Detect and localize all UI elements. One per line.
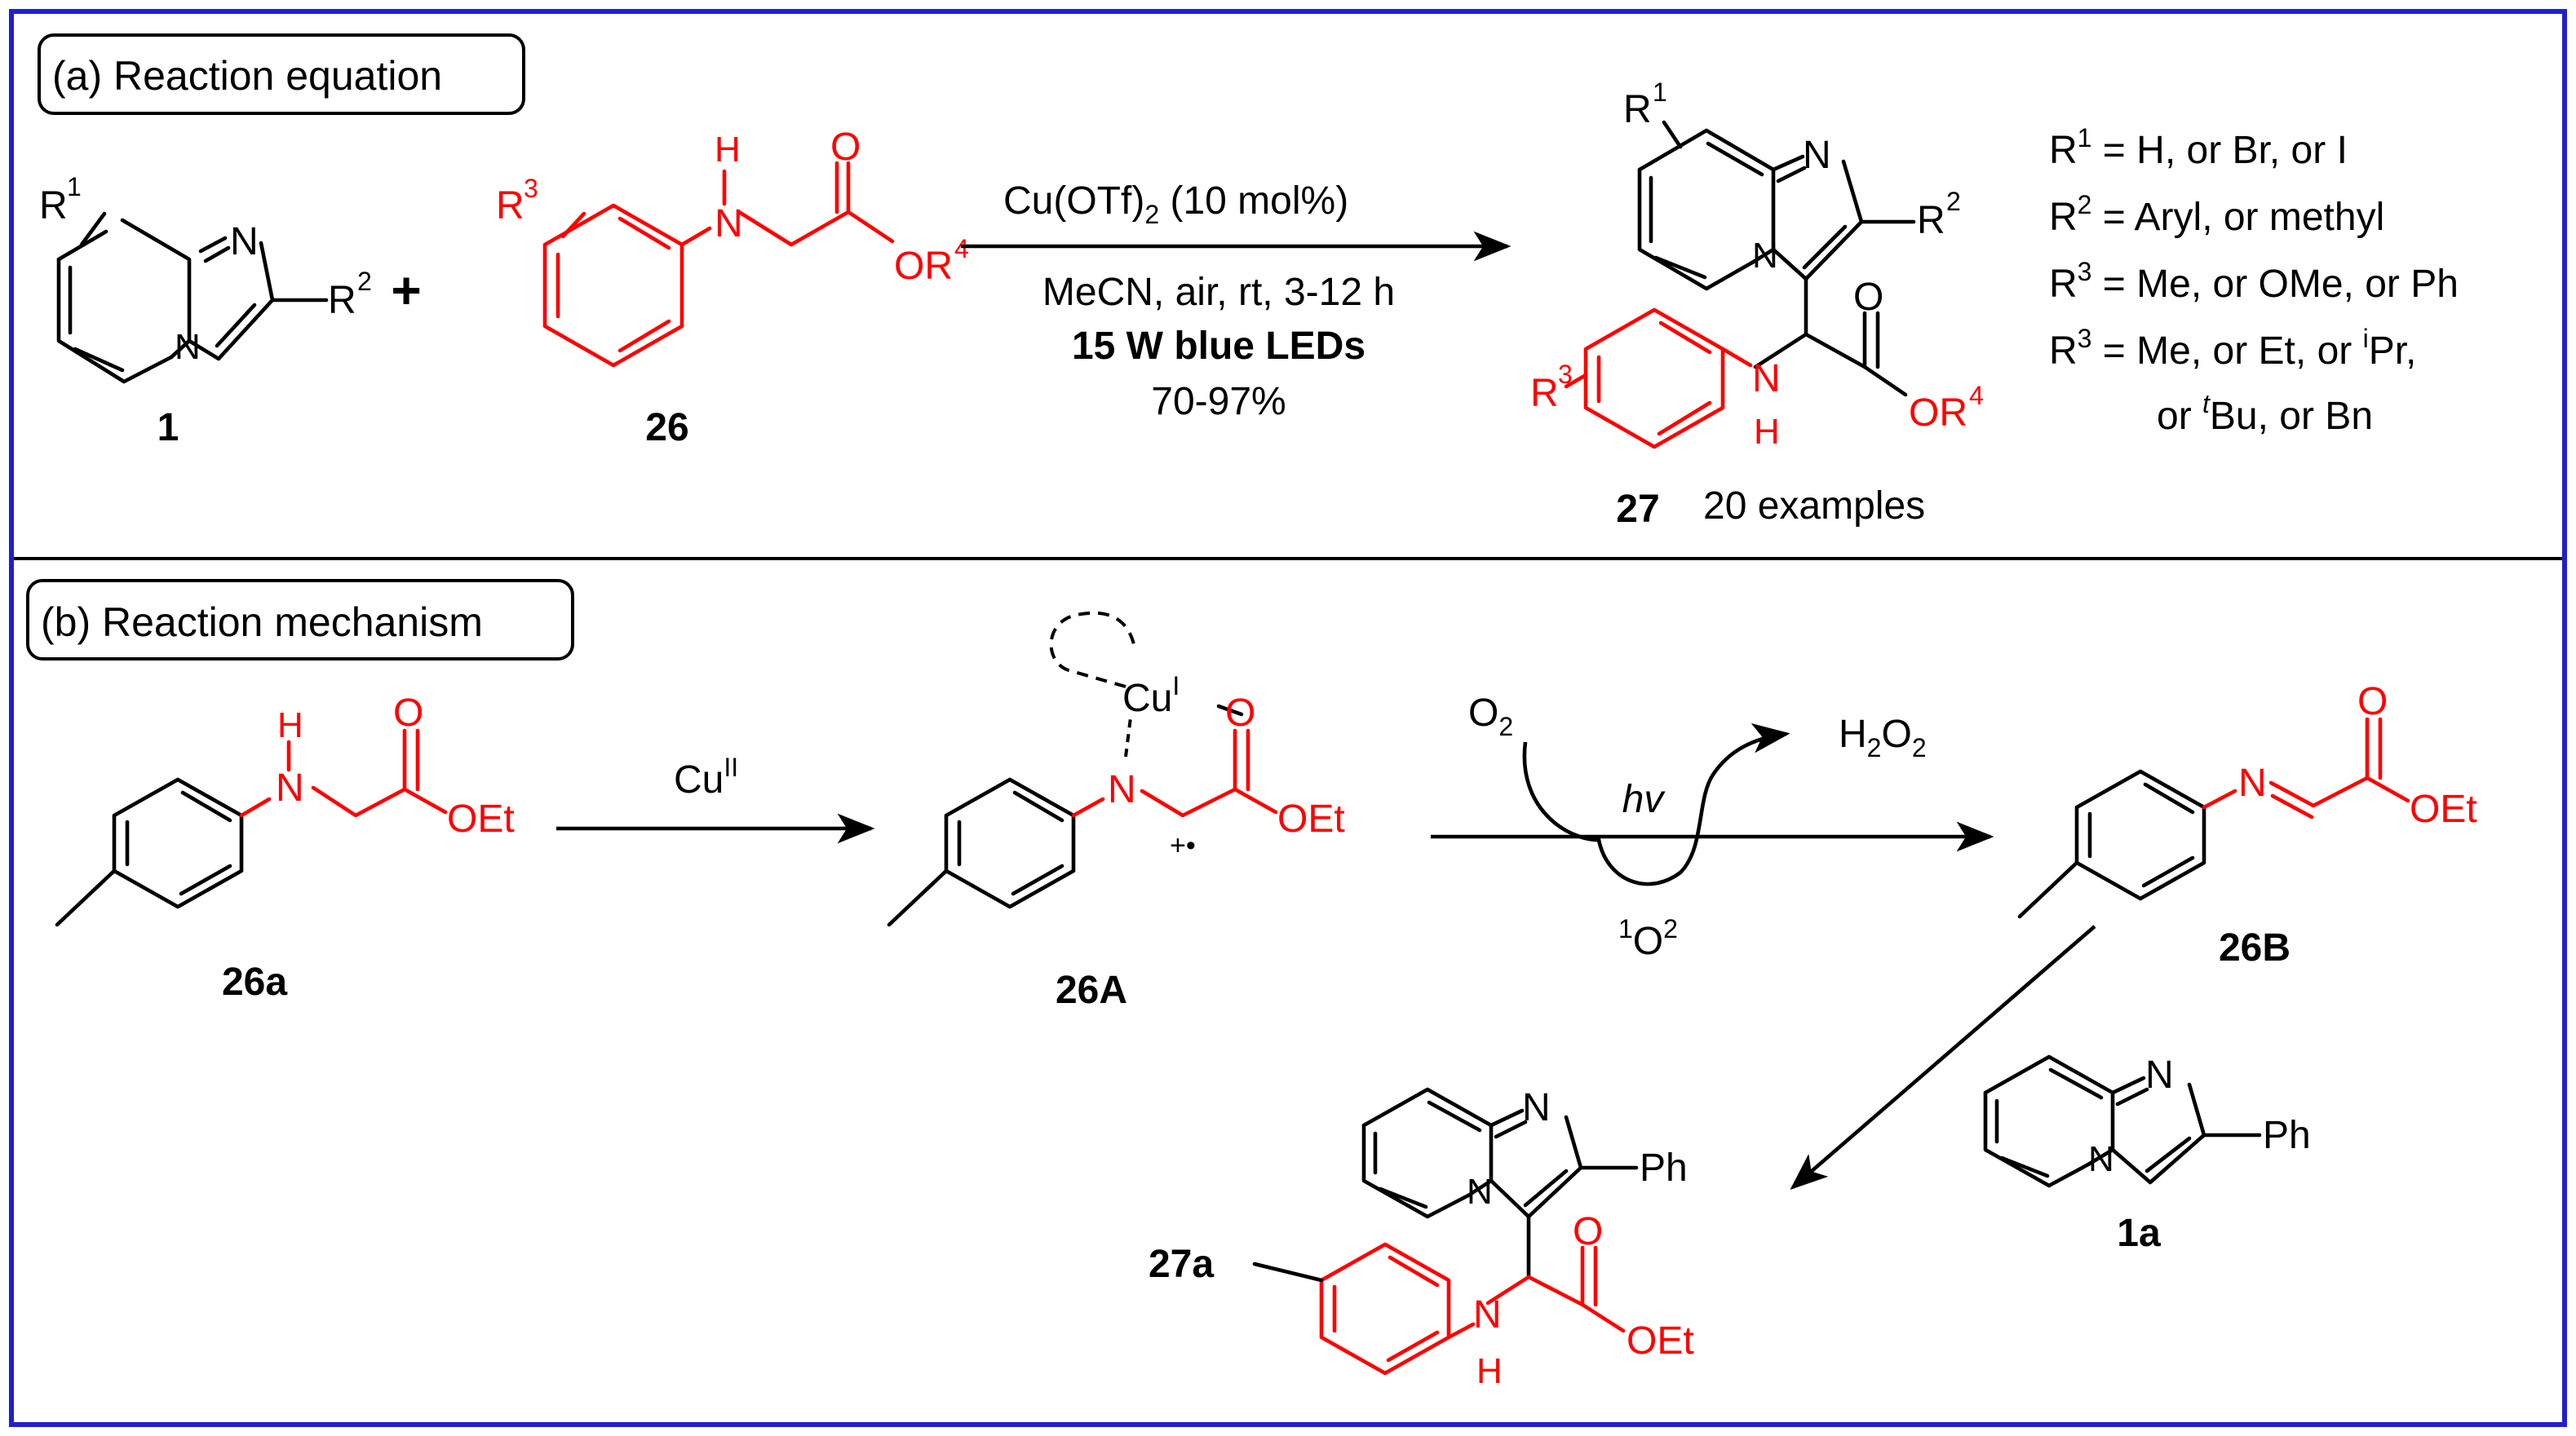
compound-26B-oet: OEt [2410,788,2477,831]
compound-26A-n: N [1108,768,1136,811]
light-label: hv [1622,778,1666,821]
product-27-h: H [1754,412,1780,452]
reactant-26-r3-sup: 3 [524,174,538,203]
product-27-r1-sup: 1 [1653,77,1667,107]
compound-26A-structure: CuI N O OEt +• [887,611,1345,927]
product-27-or-sup: 4 [1969,381,1984,410]
reactant-1-r1-sup: 1 [67,172,82,201]
compound-26A-radical: +• [1170,830,1196,861]
compound-26a-oet: OEt [447,798,515,841]
oxygen-curved-arrow [1522,722,1790,886]
product-27-o: O [1853,276,1883,319]
product-27-r2-sup: 2 [1946,187,1961,216]
reactant-26-h: H [715,130,741,170]
product-27-r1: R [1623,88,1652,131]
compound-1a-n-bridge: N [2088,1139,2114,1179]
reactant-1-id: 1 [157,406,179,449]
reactant-26-or: OR [894,245,953,288]
product-27-count: 20 examples [1703,484,1925,528]
product-27-n-ring: N [1803,134,1831,177]
compound-27a-n-bridge: N [1467,1172,1493,1212]
outer-frame [9,9,2567,1427]
product-27-r3-sup: 3 [1558,360,1573,389]
panel-a-label-box [38,33,525,115]
compound-26B-structure: N O OEt [2017,680,2477,919]
compound-27a-ph: Ph [1640,1147,1688,1190]
panel-b: (b) Reaction mechanism H N O OEt 26a CuI… [26,579,2477,1391]
compound-27a-id: 27a [1149,1243,1214,1286]
reactant-26-or-sup: 4 [954,234,969,263]
reactant-1-n-bridge: N [175,327,201,367]
reactant-1-r2: R [328,279,356,322]
compound-27a-n-ring: N [1522,1086,1551,1129]
substituent-r4: R3 = Me, or Et, or iPr, [2049,324,2416,373]
product-27-r3: R [1530,372,1559,415]
arrow-step-3 [1790,925,2096,1191]
reactant-1-r1: R [39,184,68,228]
compound-26a-structure: H N O OEt [55,691,515,927]
step-1-reagent: CuII [674,753,738,802]
reactant-26-r3: R [496,184,524,228]
product-27-or: OR [1909,391,1967,435]
product-27-r2: R [1917,199,1945,242]
singlet-oxygen-label: 1O2 [1618,914,1678,963]
compound-26B-id: 26B [2219,926,2291,970]
compound-1a-ph: Ph [2263,1114,2311,1157]
substituent-r1: R1 = H, or Br, or I [2049,123,2348,172]
compound-27a-h: H [1476,1351,1503,1391]
compound-26a-n: N [276,767,304,810]
compound-26a-o: O [393,691,423,735]
compound-26B-n: N [2238,762,2267,805]
reactant-26-n: N [715,202,743,245]
panel-b-label: (b) Reaction mechanism [41,599,483,645]
reactant-26-structure: R 3 H N O OR 4 [496,126,969,368]
reactant-26-id: 26 [645,406,688,449]
product-27-red-fragment: R 3 N H OR 4 [1530,307,1984,452]
compound-1a-n-ring: N [2145,1054,2174,1097]
oxygen-label: O2 [1468,691,1513,741]
compound-26A-id: 26A [1056,969,1127,1012]
compound-26a-h: H [277,705,303,745]
substituent-r2: R2 = Aryl, or methyl [2049,190,2384,239]
product-27-n-bridge: N [1752,236,1778,276]
compound-27a-oet: OEt [1627,1319,1694,1363]
peroxide-label: H2O2 [1839,713,1927,762]
substituent-r3: R3 = Me, or OMe, or Ph [2049,257,2459,306]
compound-26A-o: O [1225,691,1255,735]
plus-sign: + [391,261,421,320]
product-27-structure: R 1 N N R 2 O [1623,77,1961,397]
compound-27a-nh: N [1473,1293,1502,1337]
reactant-1-n-ring: N [230,220,259,263]
compound-26B-o: O [2357,680,2388,723]
compound-1a-structure: N N Ph [1983,1054,2311,1188]
compound-1a-id: 1a [2117,1212,2161,1255]
condition-catalyst: Cu(OTf)2 (10 mol%) [1003,179,1348,229]
condition-yield: 70-97% [1151,380,1286,423]
condition-solvent: MeCN, air, rt, 3-12 h [1042,271,1395,314]
compound-26A-oet: OEt [1277,798,1345,841]
panel-a: (a) Reaction equation R 1 N N R 2 1 + [38,33,2459,531]
reactant-1-r2-sup: 2 [357,267,372,296]
substituent-r4-line2: or tBu, or Bn [2157,389,2373,438]
compound-26a-id: 26a [222,961,287,1004]
condition-light: 15 W blue LEDs [1072,325,1365,368]
compound-26A-cu: CuI [1122,671,1180,720]
reactant-1-structure: R 1 N N R 2 [39,172,372,384]
product-27-n: N [1752,357,1781,400]
panel-a-label: (a) Reaction equation [52,53,442,99]
panel-b-label-box [26,579,574,661]
substituent-list: R1 = H, or Br, or I R2 = Aryl, or methyl… [2049,123,2459,438]
compound-27a-structure: N N Ph N H O OEt [1252,1086,1694,1391]
compound-27a-o: O [1573,1210,1603,1253]
product-27-id: 27 [1616,488,1659,531]
reactant-26-o: O [830,126,861,169]
